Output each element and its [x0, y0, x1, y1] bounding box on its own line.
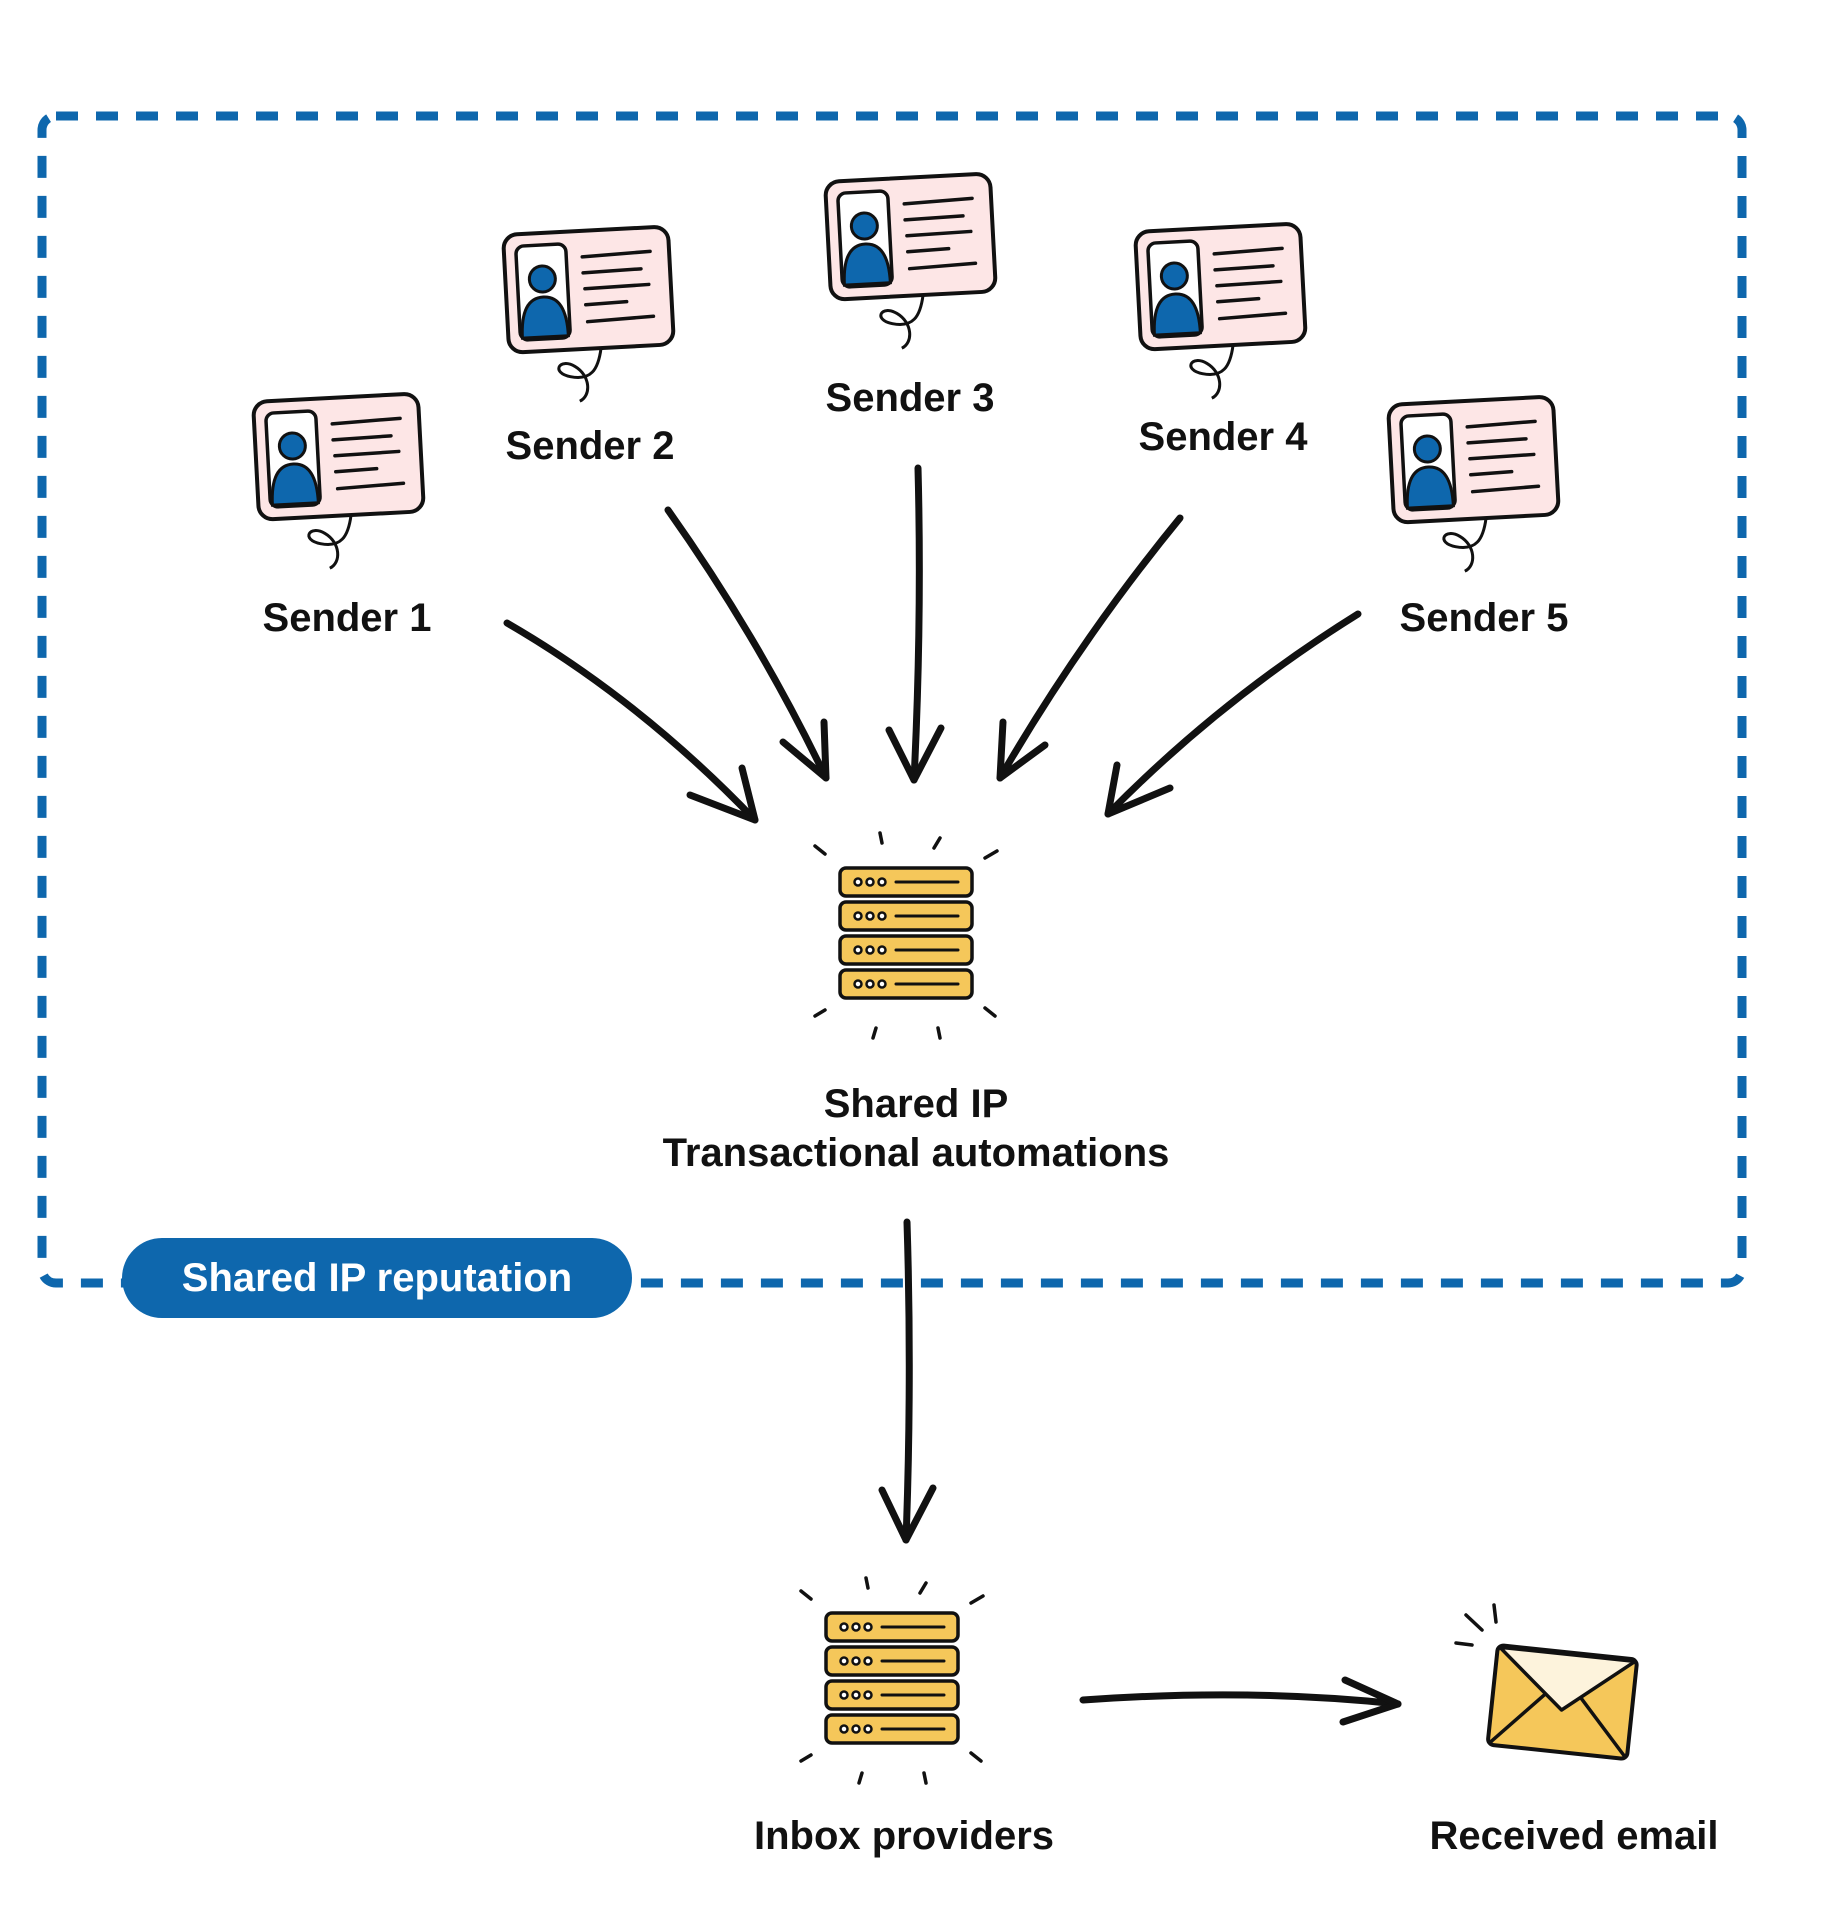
id-card-icon [1388, 396, 1562, 574]
arrow-sender5-to-shared-ip [1104, 610, 1362, 818]
arrow-sender1-to-shared-ip [503, 619, 759, 824]
sender-2-label: Sender 2 [505, 424, 675, 468]
id-card-icon [503, 226, 677, 404]
sender-1-label: Sender 1 [262, 596, 432, 640]
arrow-sender2-to-shared-ip [664, 506, 830, 782]
envelope-icon [1486, 1643, 1639, 1761]
shared-ip-reputation-badge: Shared IP reputation [122, 1238, 632, 1318]
inbox-providers-label: Inbox providers [753, 1814, 1055, 1858]
shared-ip-title: Shared IP [823, 1082, 1009, 1126]
received-email-label: Received email [1429, 1814, 1719, 1858]
inbox-server-icon [799, 1576, 985, 1785]
sender-4-label: Sender 4 [1138, 415, 1308, 459]
id-card-icon [1135, 223, 1309, 401]
sparkle-lines-icon [1454, 1603, 1498, 1647]
arrow-sender4-to-shared-ip [996, 514, 1184, 782]
arrow-shared-ip-to-inbox [878, 1218, 937, 1544]
sender-3-label: Sender 3 [825, 376, 995, 420]
shared-ip-server-icon [813, 831, 999, 1040]
shared-ip-subtitle: Transactional automations [662, 1131, 1170, 1175]
id-card-icon [825, 173, 999, 351]
arrow-inbox-to-received [1079, 1676, 1402, 1726]
arrow-sender3-to-shared-ip [885, 464, 945, 784]
shared-ip-group-border [37, 111, 1747, 1288]
id-card-icon [253, 393, 427, 571]
badge-label: Shared IP reputation [181, 1255, 573, 1300]
sender-5-label: Sender 5 [1399, 596, 1569, 640]
